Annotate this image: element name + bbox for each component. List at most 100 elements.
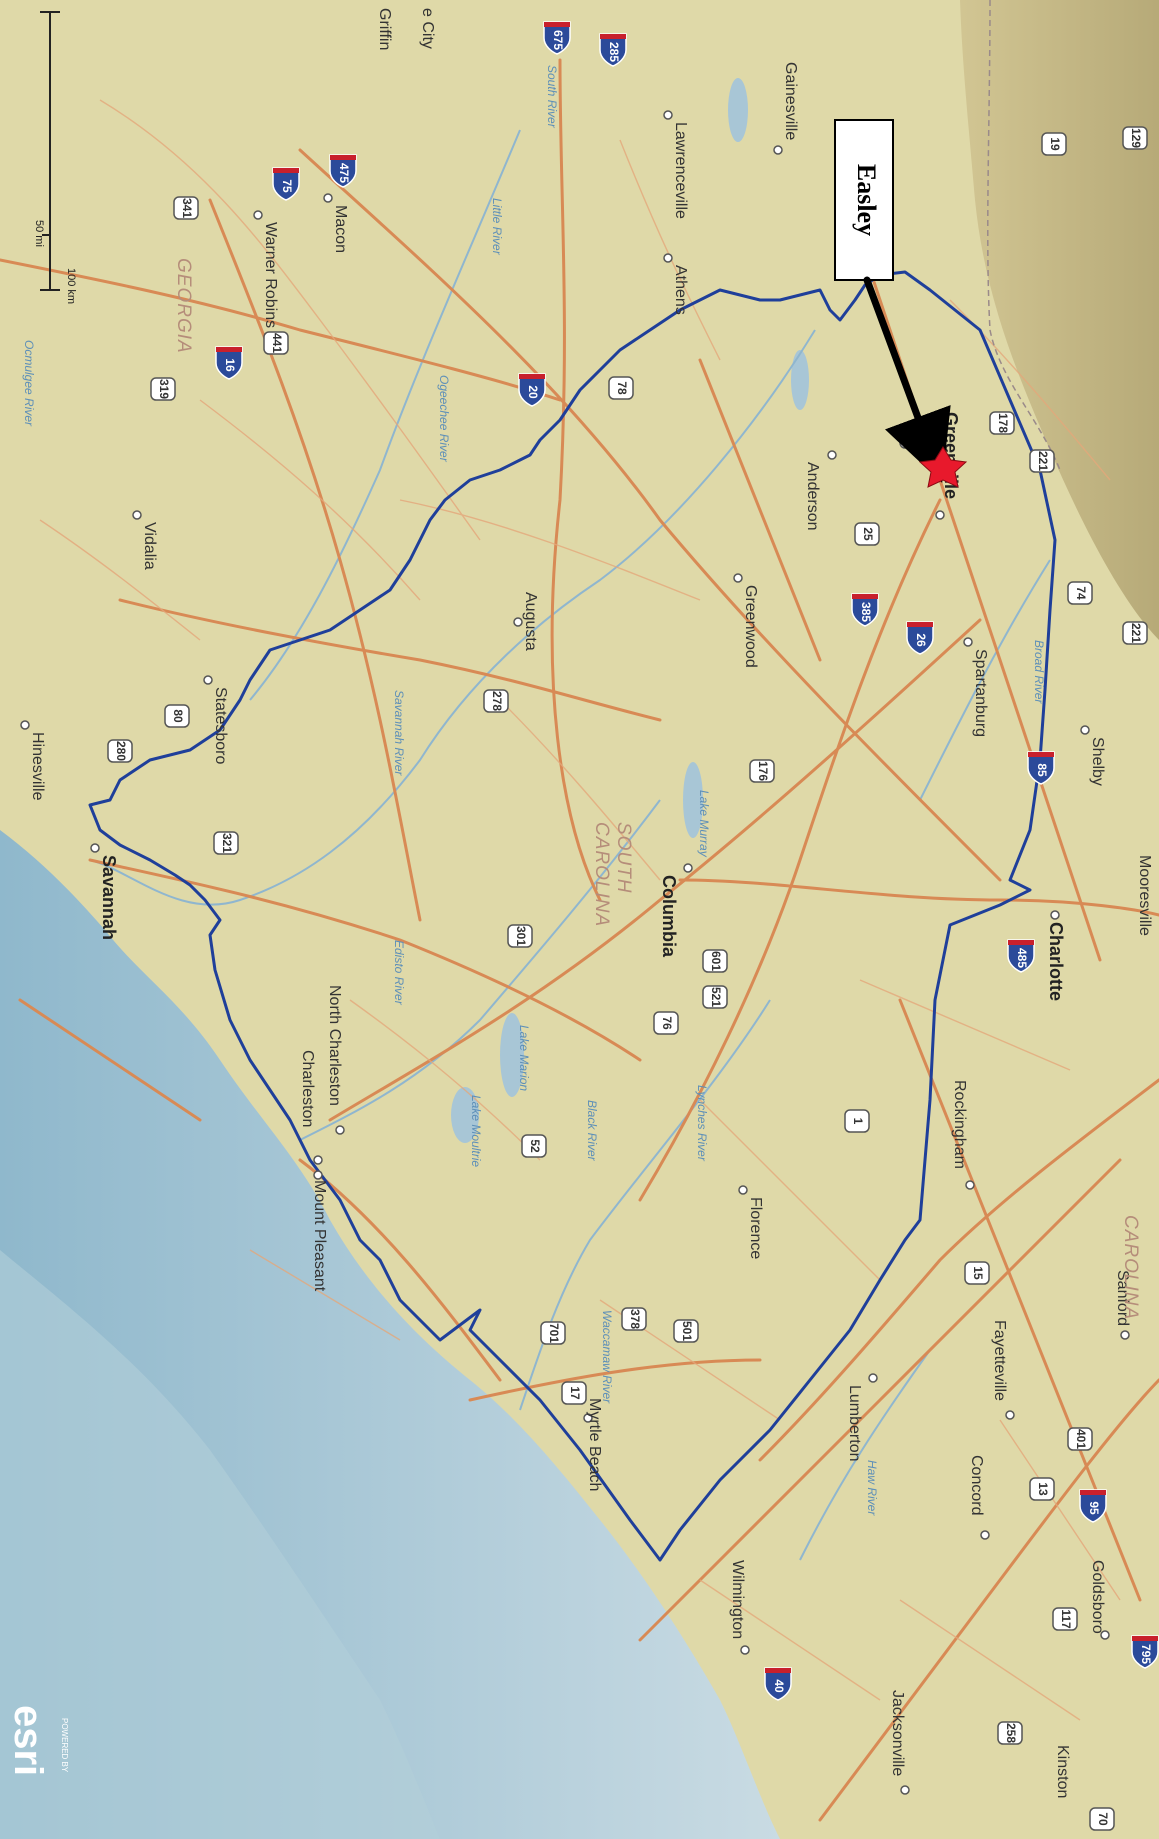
scale-bar[interactable]: 50 mi 100 km (33, 11, 77, 304)
city-hinesville: Hinesville (20, 720, 46, 801)
lake-moultrie (451, 1087, 479, 1143)
city-label: Macon (332, 205, 349, 253)
city-vidalia: Vidalia (132, 510, 158, 570)
interstate-number: 40 (772, 1679, 786, 1693)
study-area-outline (88, 270, 1057, 1562)
shelf-water (0, 1250, 440, 1839)
us-route-shield: 176 (749, 759, 775, 783)
esri-logo: POWERED BY esri (6, 1705, 69, 1776)
route-number: 19 (1048, 137, 1062, 151)
interstate-shield: 285 (599, 33, 627, 67)
us-route-shield: 76 (653, 1011, 679, 1035)
us-route-shield: 521 (702, 985, 728, 1009)
easley-callout: Easley (834, 119, 951, 483)
city-label: Augusta (522, 592, 539, 651)
state-label-south: SOUTH (613, 822, 634, 894)
water-label: Ocmulgee River (22, 340, 36, 427)
us-route-shield: 501 (673, 1319, 699, 1343)
callout-arrow (863, 276, 951, 483)
city-warner-robins: Warner Robins (253, 210, 279, 328)
city-sanford: Sanford (1114, 1270, 1131, 1340)
route-number: 17 (568, 1386, 582, 1400)
interstate-number: 16 (223, 358, 237, 372)
interstate-number: 385 (859, 602, 873, 622)
interstate-shield: 795 (1131, 1635, 1159, 1669)
state-label-carolina: CAROLINA (591, 822, 612, 927)
route-number: 521 (709, 987, 723, 1007)
city-wilmington: Wilmington (729, 1560, 750, 1655)
us-route-shield: 25 (854, 522, 880, 546)
state-label-north-carolina: CAROLINA (1120, 1215, 1141, 1320)
city-label: Gainesville (782, 62, 799, 140)
us-route-shield: 441 (263, 331, 289, 355)
route-number: 280 (114, 741, 128, 761)
water-label: South River (545, 65, 559, 129)
us-route-shield: 17 (561, 1381, 587, 1405)
water-label: Savannah River (392, 690, 406, 776)
state-boundary (987, 0, 1061, 471)
city-label: Statesboro (212, 687, 229, 764)
city-charleston: Charleston (299, 1050, 323, 1165)
logo-esri: esri (6, 1705, 50, 1776)
city-griffin: Griffin (376, 8, 393, 50)
city-augusta: Augusta (513, 592, 539, 651)
city-athens: Athens (663, 253, 689, 315)
us-route-shield: 117 (1052, 1607, 1078, 1631)
interstate-number: 95 (1087, 1501, 1101, 1515)
us-route-shield: 258 (997, 1721, 1023, 1745)
us-route-shield: 74 (1067, 581, 1093, 605)
interstate-number: 20 (526, 385, 540, 399)
interstate-shield: 20 (518, 373, 546, 407)
city-shelby: Shelby (1080, 725, 1106, 786)
city-charlotte: Charlotte (1046, 910, 1066, 1001)
city-greenwood: Greenwood (733, 573, 759, 668)
route-number: 601 (709, 951, 723, 971)
city-kinston: Kinston (1054, 1745, 1071, 1798)
interstate-number: 795 (1139, 1644, 1153, 1664)
city-label: Griffin (376, 8, 393, 50)
callout-label: Easley (852, 164, 881, 236)
city-label: Lawrenceville (672, 122, 689, 219)
route-number: 341 (180, 198, 194, 218)
us-route-shield: 129 (1122, 126, 1148, 150)
route-number: 80 (171, 709, 185, 723)
interstate-shield: 475 (329, 154, 357, 188)
us-route-shields: 341 441 319 78 278 80 280 321 301 601 52… (107, 126, 1148, 1831)
city-columbia: Columbia (659, 863, 693, 958)
water-label: Little River (490, 198, 504, 256)
city-label: Wilmington (729, 1560, 746, 1639)
route-number: 278 (490, 691, 504, 711)
city-label: Mount Pleasant (311, 1180, 328, 1292)
city-rockingham: Rockingham (951, 1080, 975, 1190)
route-number: 13 (1036, 1482, 1050, 1496)
route-number: 258 (1004, 1723, 1018, 1743)
city-spartanburg: Spartanburg (963, 637, 989, 737)
lake-marion (500, 1013, 524, 1097)
interstate-shield: 75 (272, 167, 300, 201)
city-label: Mooresville (1136, 855, 1153, 936)
city-label: Lumberton (846, 1385, 863, 1462)
interstate-shield: 16 (215, 346, 243, 380)
city-label: Charlotte (1046, 922, 1066, 1001)
route-number: 701 (547, 1323, 561, 1343)
city-label: Spartanburg (972, 649, 989, 737)
lake-north-ga (728, 78, 748, 142)
interstate-number: 475 (337, 163, 351, 183)
us-route-shield: 319 (150, 377, 176, 401)
route-number: 221 (1036, 451, 1050, 471)
interstate-number: 75 (280, 179, 294, 193)
water-label: Lynches River (695, 1085, 709, 1162)
city-fayetteville: Fayetteville (991, 1320, 1015, 1420)
us-route-shield: 15 (964, 1261, 990, 1285)
route-number: 70 (1096, 1812, 1110, 1826)
interstate-shield: 675 (543, 21, 571, 55)
city-label: Rockingham (951, 1080, 968, 1169)
state-label-georgia: GEORGIA (173, 258, 194, 354)
interstate-number: 26 (914, 633, 928, 647)
route-number: 501 (680, 1321, 694, 1341)
city-label: Concord (968, 1455, 985, 1515)
city-label: Columbia (659, 875, 679, 958)
city-goldsboro: Goldsboro (1089, 1560, 1110, 1640)
water-label: Waccamaw River (600, 1310, 614, 1404)
